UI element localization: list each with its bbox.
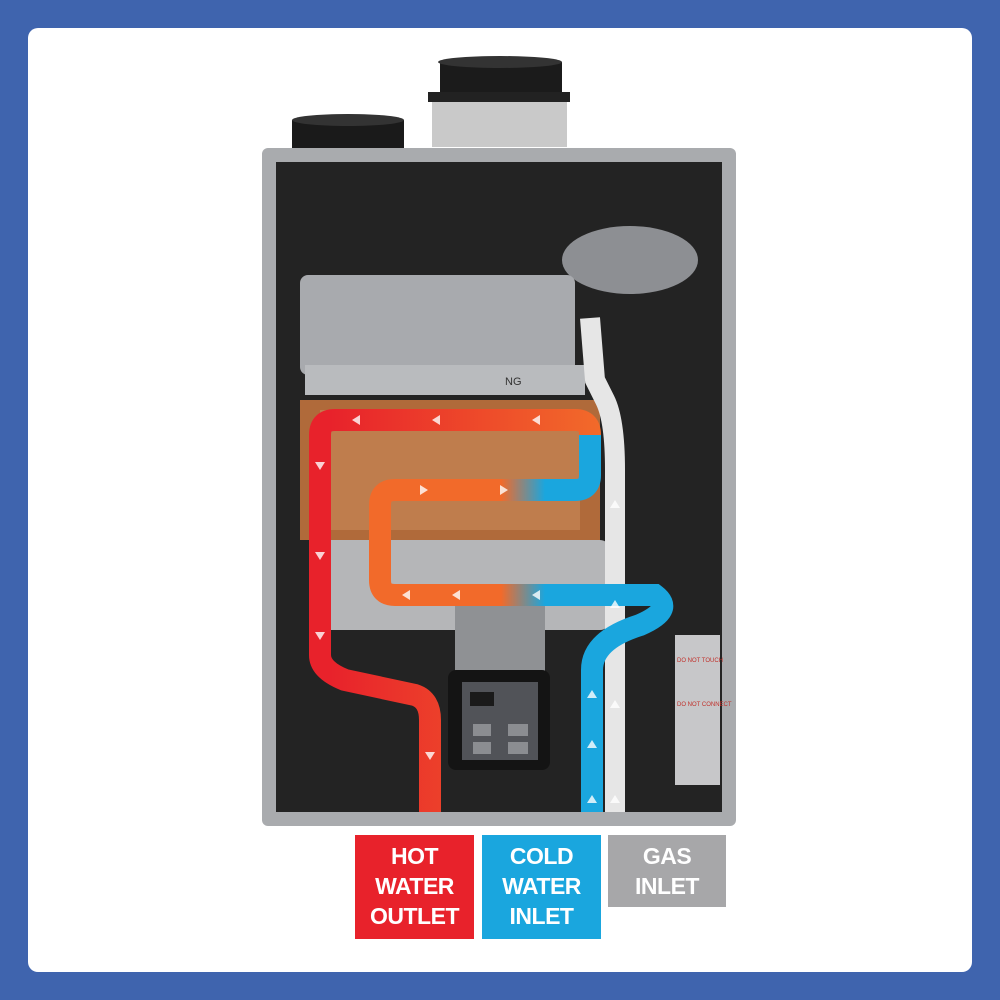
on-off-button[interactable]	[508, 742, 528, 754]
label-line: OUTLET	[370, 903, 460, 929]
label-line: WATER	[375, 873, 454, 899]
label-line: HOT	[390, 843, 439, 869]
gas-valve-assembly	[300, 275, 575, 375]
cold-water-flow-path	[581, 584, 674, 812]
label-line: WATER	[502, 873, 581, 899]
label-line: COLD	[509, 843, 574, 869]
exhaust-vent-center	[428, 56, 570, 147]
up-button[interactable]	[473, 724, 491, 736]
hot-water-flow-path	[309, 409, 601, 812]
warning-label-2: DO NOT CONNECT	[677, 702, 732, 708]
gas-flow-path	[580, 317, 625, 812]
label-line: INLET	[509, 903, 574, 929]
gas-type-marking: NG	[505, 376, 522, 388]
label-line: GAS	[642, 843, 692, 869]
blower-fan	[562, 226, 698, 294]
label-line: INLET	[635, 873, 699, 899]
transition-flow-path	[369, 435, 620, 606]
exhaust-vent-left	[292, 114, 404, 148]
priority-button[interactable]	[508, 724, 528, 736]
cold-water-inlet-label: COLD WATER INLET	[482, 835, 601, 939]
flow-arrows	[315, 415, 620, 803]
gas-inlet-label: GAS INLET	[608, 835, 726, 907]
warning-label-1: DO NOT TOUCH	[677, 658, 723, 664]
display-screen	[470, 692, 494, 706]
hot-water-outlet-label: HOT WATER OUTLET	[355, 835, 474, 939]
down-button[interactable]	[473, 742, 491, 754]
